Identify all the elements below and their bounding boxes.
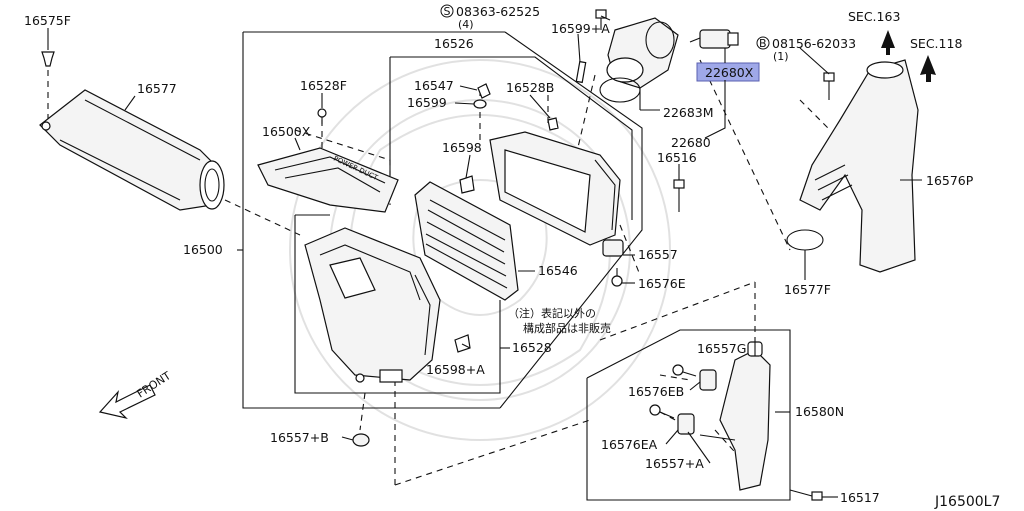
grommet-16599-icon: [473, 99, 487, 109]
intake-hose-16576P-icon: [799, 59, 919, 273]
leader-lines: [47, 15, 922, 498]
label-bolt-08156[interactable]: 08156-62033: [772, 36, 856, 51]
label-22680[interactable]: 22680: [671, 135, 711, 150]
bolt-16547-icon: [477, 83, 491, 99]
clip-16528F-icon: [317, 108, 327, 124]
assembly-frames: [242, 31, 791, 501]
label-sec118[interactable]: SEC.118: [910, 36, 962, 51]
label-16546[interactable]: 16546: [538, 263, 578, 278]
grommet-16557A-icon: [677, 413, 695, 435]
intake-duct-16577-icon: [39, 89, 225, 211]
sensor-22680-icon: [689, 29, 739, 49]
housing-lower-16528-icon: [304, 227, 441, 383]
label-16577[interactable]: 16577: [137, 81, 177, 96]
note-line-1: （注）表記以外の: [508, 306, 596, 320]
label-16599[interactable]: 16599: [407, 95, 447, 110]
bolt1-qty: (4): [458, 18, 474, 31]
sec163-arrow-icon: [881, 30, 895, 55]
label-16500[interactable]: 16500: [183, 242, 223, 257]
label-16580N[interactable]: 16580N: [795, 404, 844, 419]
part-labels: 16575F 16577 16528F 16500X 16500 16526 1…: [24, 4, 1000, 510]
label-16598A[interactable]: 16598+A: [426, 362, 485, 377]
clip-16598A-icon: [454, 334, 471, 353]
label-16557[interactable]: 16557: [638, 247, 678, 262]
diagram-id: J16500L7: [934, 494, 1000, 510]
label-16557G[interactable]: 16557G: [697, 341, 746, 356]
label-16547[interactable]: 16547: [414, 78, 454, 93]
label-sec163[interactable]: SEC.163: [848, 9, 900, 24]
bolt-16516-icon: [673, 179, 685, 212]
bolt-prefix-b-icon: [756, 36, 770, 50]
label-16528F[interactable]: 16528F: [300, 78, 347, 93]
clip-16528B-icon: [547, 117, 559, 131]
pin-16599A-icon: [575, 60, 587, 84]
label-22683M[interactable]: 22683M: [663, 105, 714, 120]
bolt-08363-icon: [595, 9, 607, 30]
label-16576E[interactable]: 16576E: [638, 276, 686, 291]
bolt2-qty: (1): [773, 50, 789, 63]
label-16517[interactable]: 16517: [840, 490, 880, 505]
label-16528B[interactable]: 16528B: [506, 80, 554, 95]
bolt1-prefix: S: [444, 5, 451, 18]
bolt-prefix-s-icon: [440, 4, 454, 18]
label-16575F[interactable]: 16575F: [24, 13, 71, 28]
clip-16576E-icon: [611, 268, 623, 287]
label-16576P[interactable]: 16576P: [926, 173, 974, 188]
label-16598[interactable]: 16598: [442, 140, 482, 155]
resonator-16580N-icon: [699, 341, 771, 491]
sec118-arrow-icon: [920, 55, 936, 82]
label-16516[interactable]: 16516: [657, 150, 697, 165]
clip-16576EB-icon: [672, 364, 697, 377]
bolt-16517-icon: [789, 489, 823, 501]
grommet-16557G-icon: [699, 369, 717, 391]
label-16500X[interactable]: 16500X: [262, 124, 311, 139]
label-16557B[interactable]: 16557+B: [270, 430, 329, 445]
label-16576EA[interactable]: 16576EA: [601, 437, 658, 452]
clamp-16577F-icon: [786, 229, 824, 251]
label-bolt-08363[interactable]: 08363-62525: [456, 4, 540, 19]
clip-16598-icon: [459, 175, 475, 194]
filter-element-16546-icon: [414, 181, 519, 301]
clip-16576EA-icon: [649, 404, 675, 419]
grommet-16557-icon: [602, 239, 624, 257]
label-16599A[interactable]: 16599+A: [551, 21, 610, 36]
label-16576EB[interactable]: 16576EB: [628, 384, 684, 399]
label-16557A[interactable]: 16557+A: [645, 456, 704, 471]
label-16526[interactable]: 16526: [434, 36, 474, 51]
bolt-08156-icon: [823, 72, 835, 100]
label-16577F[interactable]: 16577F: [784, 282, 831, 297]
housing-upper-16526-icon: [489, 131, 621, 246]
bolt2-prefix: B: [759, 37, 767, 50]
selected-part-highlight: [696, 62, 760, 82]
clip-16575F-icon: [41, 51, 55, 67]
note-line-2: 構成部品は非販売: [523, 321, 611, 335]
label-16528[interactable]: 16528: [512, 340, 552, 355]
label-22680X[interactable]: 22680X: [705, 65, 754, 80]
front-arrow-icon: [98, 384, 156, 420]
maf-adapter-icon: [606, 17, 679, 89]
grommet-16557B-icon: [352, 433, 370, 447]
cover-16500X-icon: POWER DUCT: [257, 147, 399, 213]
alignment-lines: [47, 59, 831, 486]
